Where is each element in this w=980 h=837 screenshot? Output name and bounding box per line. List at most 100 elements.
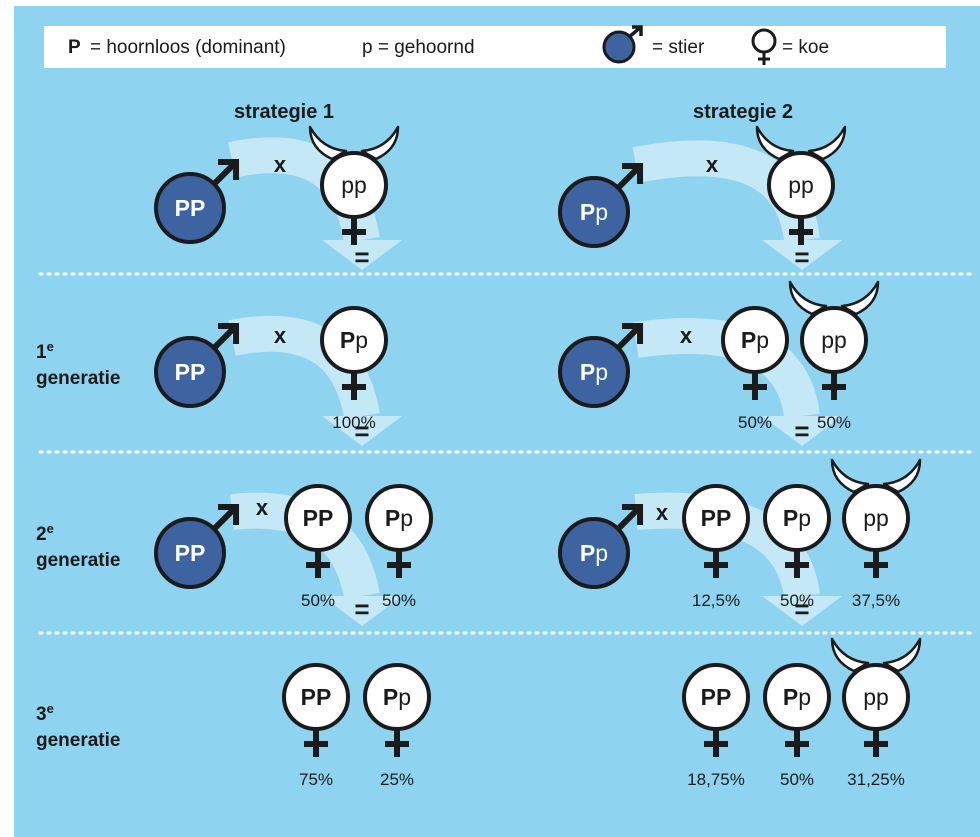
generation-3-number: 3 — [36, 704, 47, 725]
allele-recessive: p — [595, 199, 608, 225]
arrow-strategy2-gen2-head — [762, 596, 842, 626]
cross-symbol: x — [706, 152, 719, 177]
genotype-label: PP — [175, 195, 206, 221]
allele-recessive: p — [398, 684, 411, 710]
cow-symbol: Pp 50% — [365, 484, 433, 610]
male-arrow-shaft — [209, 504, 239, 534]
percentage-label: 18,75% — [687, 770, 745, 789]
legend-male-arrow-head — [632, 25, 643, 36]
genotype-label: pp — [863, 505, 889, 531]
allele-recessive: p — [863, 684, 876, 710]
bull-symbol: Pp — [558, 322, 644, 408]
generation-dividers — [38, 272, 974, 635]
allele-dominant: P — [190, 540, 205, 566]
allele-dominant: P — [303, 505, 318, 531]
legend-male-text: = stier — [652, 37, 705, 58]
percentage-label: 12,5% — [692, 591, 740, 610]
cow-symbol: pp — [755, 125, 847, 245]
allele-dominant: P — [175, 195, 190, 221]
arrow-strategy1-parents-head — [322, 240, 402, 270]
allele-dominant: P — [318, 505, 333, 531]
allele-dominant: P — [580, 359, 595, 385]
allele-recessive: p — [801, 172, 814, 198]
bull-circle — [558, 336, 630, 408]
horn-right — [807, 125, 847, 161]
horns-icon — [788, 280, 880, 316]
allele-recessive: p — [876, 684, 889, 710]
strategy-1-title: strategie 1 — [234, 101, 334, 123]
legend-male-icon — [602, 25, 643, 64]
percentage-label: 50% — [780, 770, 814, 789]
allele-recessive: p — [354, 172, 367, 198]
allele-dominant: P — [701, 684, 716, 710]
genotype-label: pp — [788, 172, 814, 198]
percentage-label: 50% — [738, 413, 772, 432]
generation-2-label: 2e — [36, 521, 54, 546]
percentage-label: 50% — [382, 591, 416, 610]
genotype-label: PP — [175, 540, 206, 566]
generation-2-word: generatie — [36, 550, 120, 571]
generation-3-sup: e — [47, 701, 54, 716]
male-arrow-shaft — [613, 323, 643, 353]
allele-recessive: p — [400, 505, 413, 531]
genotype-label: pp — [863, 684, 889, 710]
allele-recessive: p — [595, 359, 608, 385]
genotype-label: PP — [175, 359, 206, 385]
animals: PPppPpppPPPp100%PpPp50%pp50%PPPP50%Pp50%… — [154, 125, 922, 789]
cross-symbol: x — [256, 495, 269, 520]
allele-dominant: P — [175, 359, 190, 385]
legend-dominant-text: = hoornloos (dominant) — [90, 37, 286, 58]
horn-left — [788, 280, 828, 316]
generation-3-word: generatie — [36, 730, 120, 751]
male-arrow-head — [218, 322, 240, 344]
genotype-label: Pp — [783, 505, 811, 531]
male-arrow-shaft — [209, 159, 239, 189]
cow-circle — [282, 663, 350, 731]
percentage-label: 50% — [301, 591, 335, 610]
cow-circle — [284, 484, 352, 552]
genotype-label: PP — [701, 684, 732, 710]
cow-circle — [800, 306, 868, 374]
allele-recessive: p — [798, 684, 811, 710]
allele-dominant: P — [301, 684, 316, 710]
male-arrow-shaft — [613, 163, 643, 193]
allele-dominant: P — [716, 684, 731, 710]
legend-dominant-symbol: P — [68, 37, 81, 58]
allele-dominant: P — [741, 327, 756, 353]
cow-circle — [842, 484, 910, 552]
generation-2-number: 2 — [36, 524, 47, 545]
allele-recessive: p — [876, 505, 889, 531]
bull-symbol: Pp — [558, 503, 644, 589]
generation-labels: 1e generatie 2e generatie 3e generatie — [36, 339, 120, 752]
horn-left — [830, 637, 870, 673]
legend-male-circle — [602, 30, 636, 64]
bull-circle — [154, 336, 226, 408]
row-1: PP pp — [154, 125, 400, 245]
cow-circle — [767, 151, 835, 219]
legend-female-text: = koe — [782, 37, 829, 58]
allele-recessive: p — [341, 172, 354, 198]
generation-3-label: 3e — [36, 701, 54, 726]
genotype-label: PP — [701, 505, 732, 531]
allele-dominant: P — [385, 505, 400, 531]
bull-symbol: Pp — [558, 162, 644, 248]
arrow-strategy1-gen1-head — [322, 416, 402, 446]
cow-symbol: PP 50% — [284, 484, 352, 610]
percentage-label: 75% — [299, 770, 333, 789]
arrow-strategy1-gen2-head — [322, 596, 402, 626]
cow-circle — [682, 484, 750, 552]
allele-recessive: p — [355, 327, 368, 353]
horns-icon — [830, 637, 922, 673]
bull-symbol: PP — [154, 158, 240, 244]
genotype-label: Pp — [383, 684, 411, 710]
